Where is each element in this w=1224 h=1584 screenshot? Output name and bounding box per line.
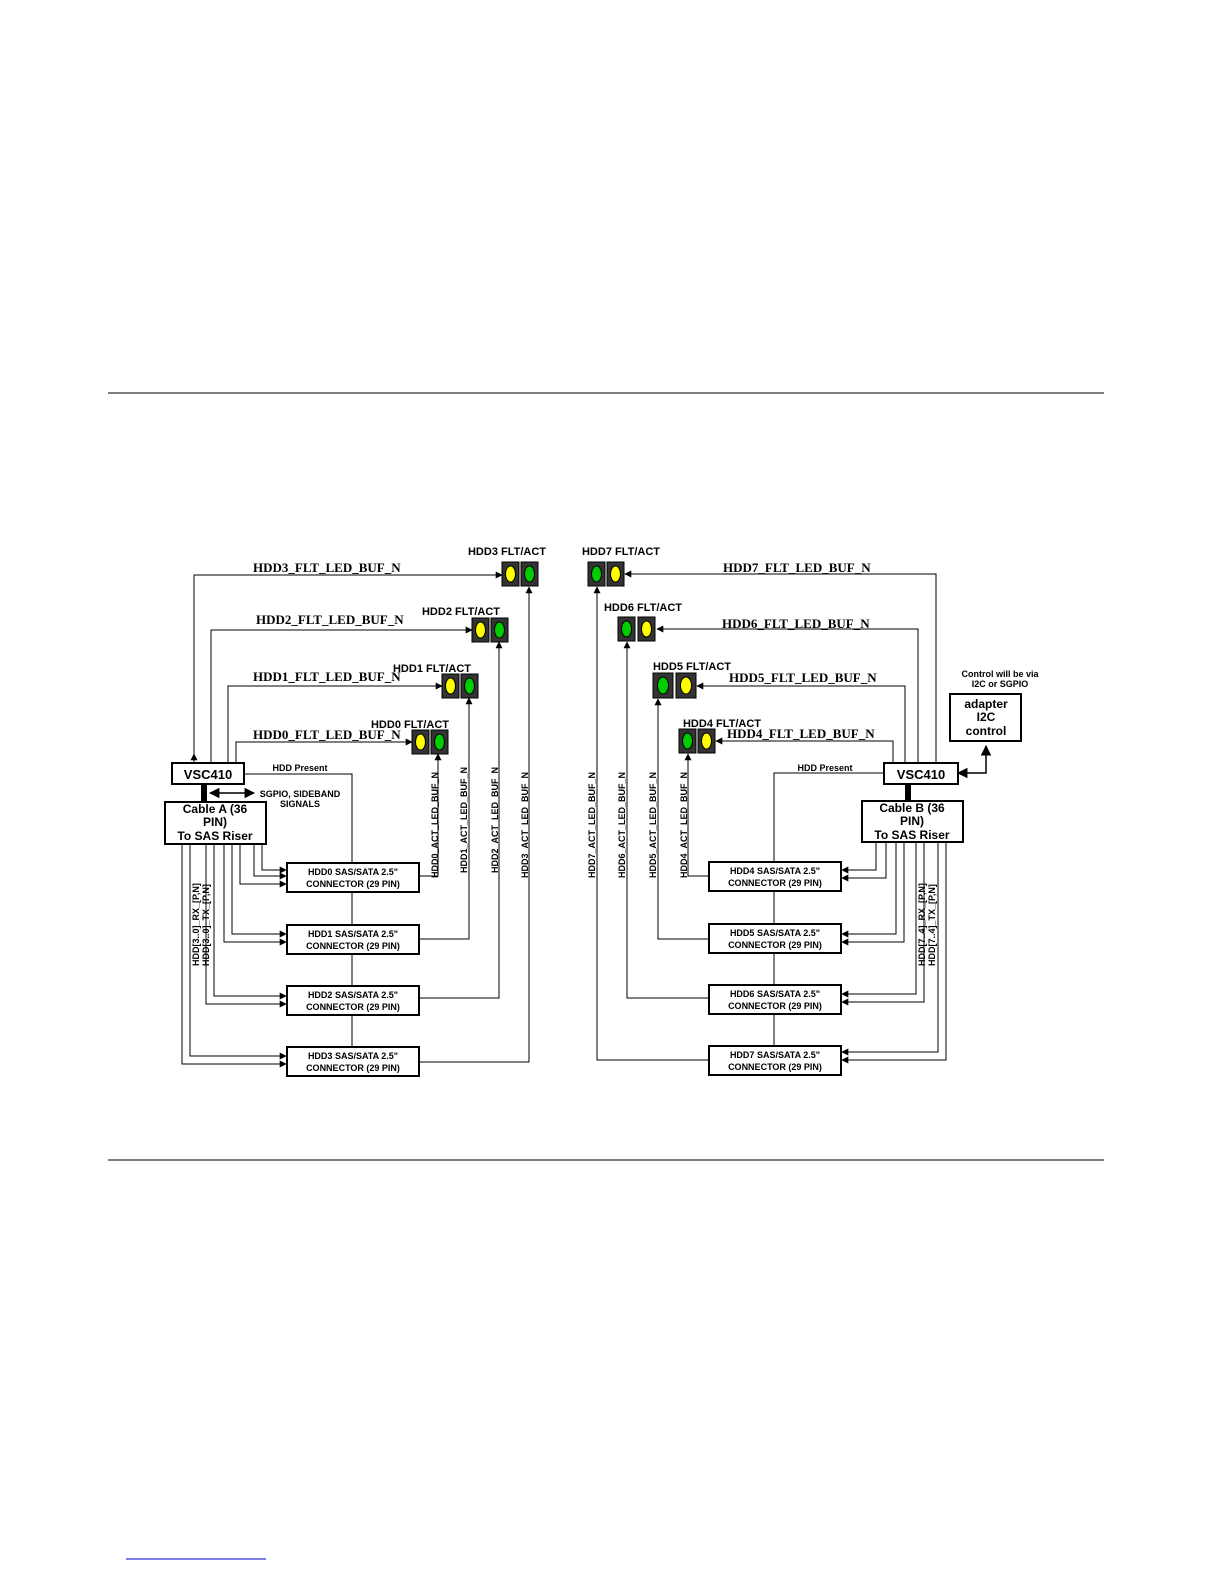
led-panel-label-hdd2: HDD2 FLT/ACT [422, 606, 500, 618]
left-connector-hdd1: HDD1 SAS/SATA 2.5" CONNECTOR (29 PIN) [286, 924, 420, 955]
right-connector-hdd7: HDD7 SAS/SATA 2.5" CONNECTOR (29 PIN) [708, 1045, 842, 1076]
led-panel-label-hdd5: HDD5 FLT/ACT [653, 661, 731, 673]
right-vsc-cable-link [905, 784, 911, 802]
led-panel-hdd4 [678, 728, 716, 754]
led-panel-hdd1 [441, 673, 479, 699]
svg-text:HDD2 SAS/SATA 2.5": HDD2 SAS/SATA 2.5" [308, 990, 398, 1000]
svg-text:HDD0 SAS/SATA 2.5": HDD0 SAS/SATA 2.5" [308, 867, 398, 877]
led-panel-label-hdd1: HDD1 FLT/ACT [393, 663, 471, 675]
left-act-label-hdd0: HDD0_ACT_LED_BUF_N [430, 772, 440, 878]
right-bus-tx-label: HDD[7..4]_TX_[P,N] [927, 884, 937, 966]
left-bus-tx-label: HDD[3..0]_TX_[P,N] [201, 884, 211, 966]
right-flt-label-hdd4: HDD4_FLT_LED_BUF_N [727, 726, 875, 741]
right-vsc410-box [883, 762, 959, 785]
left-cable-line2: PIN) [203, 815, 227, 829]
svg-text:CONNECTOR (29 PIN): CONNECTOR (29 PIN) [306, 1063, 400, 1073]
adapter-line1: adapter [964, 697, 1008, 711]
right-connector-hdd5: HDD5 SAS/SATA 2.5" CONNECTOR (29 PIN) [708, 923, 842, 954]
svg-text:HDD4 SAS/SATA 2.5": HDD4 SAS/SATA 2.5" [730, 866, 820, 876]
adapter-i2c-box [949, 693, 1022, 742]
right-cable-line1: Cable B (36 [879, 801, 945, 815]
right-act-label-hdd5: HDD5_ACT_LED_BUF_N [648, 772, 658, 878]
right-vsc410-label: VSC410 [897, 767, 945, 782]
left-connector-hdd2: HDD2 SAS/SATA 2.5" CONNECTOR (29 PIN) [286, 985, 420, 1016]
left-cable-line3: To SAS Riser [177, 829, 252, 843]
left-act-label-hdd1: HDD1_ACT_LED_BUF_N [459, 767, 469, 873]
left-vsc-cable-link [201, 784, 207, 802]
left-act-lines [420, 586, 533, 1063]
right-cable-line2: PIN) [900, 814, 924, 828]
adapter-line3: control [966, 724, 1007, 738]
svg-text:HDD5 SAS/SATA 2.5": HDD5 SAS/SATA 2.5" [730, 928, 820, 938]
left-bus-rx-label: HDD[3..0]_RX_[P,N] [191, 883, 201, 966]
left-vsc410-box [171, 762, 245, 785]
svg-text:CONNECTOR (29 PIN): CONNECTOR (29 PIN) [306, 1002, 400, 1012]
svg-text:CONNECTOR (29 PIN): CONNECTOR (29 PIN) [306, 879, 400, 889]
left-cable-box [164, 801, 267, 845]
right-act-lines [593, 586, 708, 1061]
right-connector-hdd4: HDD4 SAS/SATA 2.5" CONNECTOR (29 PIN) [708, 861, 842, 892]
led-panel-label-hdd6: HDD6 FLT/ACT [604, 602, 682, 614]
svg-text:CONNECTOR (29 PIN): CONNECTOR (29 PIN) [728, 878, 822, 888]
left-flt-label-hdd3: HDD3_FLT_LED_BUF_N [253, 560, 401, 575]
right-flt-label-hdd5: HDD5_FLT_LED_BUF_N [729, 670, 877, 685]
right-cable-line3: To SAS Riser [874, 828, 949, 842]
right-bus-rx-label: HDD[7..4]_RX_[P,N] [917, 883, 927, 966]
left-sgpio-line1: SGPIO, SIDEBAND [260, 789, 341, 799]
left-hdd-present-line [244, 773, 353, 1048]
right-connector-hdd6: HDD6 SAS/SATA 2.5" CONNECTOR (29 PIN) [708, 984, 842, 1015]
led-panel-hdd2 [471, 617, 509, 643]
svg-text:HDD7 SAS/SATA 2.5": HDD7 SAS/SATA 2.5" [730, 1050, 820, 1060]
right-act-label-hdd6: HDD6_ACT_LED_BUF_N [617, 772, 627, 878]
control-note-line2: I2C or SGPIO [972, 679, 1029, 689]
right-act-label-hdd4: HDD4_ACT_LED_BUF_N [679, 772, 689, 878]
left-act-label-hdd2: HDD2_ACT_LED_BUF_N [490, 767, 500, 873]
left-bus-lines [181, 844, 287, 1068]
left-connector-hdd3: HDD3 SAS/SATA 2.5" CONNECTOR (29 PIN) [286, 1046, 420, 1077]
svg-text:HDD3 SAS/SATA 2.5": HDD3 SAS/SATA 2.5" [308, 1051, 398, 1061]
right-flt-lines [624, 570, 937, 763]
led-panel-hdd0 [411, 729, 449, 755]
led-panel-label-hdd4: HDD4 FLT/ACT [683, 718, 761, 730]
right-adapter-link [958, 744, 992, 774]
svg-text:CONNECTOR (29 PIN): CONNECTOR (29 PIN) [306, 941, 400, 951]
left-connector-hdd0: HDD0 SAS/SATA 2.5" CONNECTOR (29 PIN) [286, 862, 420, 893]
control-note-line1: Control will be via [961, 669, 1039, 679]
right-act-label-hdd7: HDD7_ACT_LED_BUF_N [587, 772, 597, 878]
left-flt-label-hdd1: HDD1_FLT_LED_BUF_N [253, 669, 401, 684]
svg-text:CONNECTOR (29 PIN): CONNECTOR (29 PIN) [728, 940, 822, 950]
left-cable-line1: Cable A (36 [183, 802, 248, 816]
right-hdd-present-label: HDD Present [797, 763, 852, 773]
right-flt-label-hdd6: HDD6_FLT_LED_BUF_N [722, 616, 870, 631]
right-flt-label-hdd7: HDD7_FLT_LED_BUF_N [723, 560, 871, 575]
right-cable-box [861, 800, 964, 843]
led-panel-hdd7 [587, 561, 625, 587]
left-flt-label-hdd2: HDD2_FLT_LED_BUF_N [256, 612, 404, 627]
left-hdd-present-label: HDD Present [272, 763, 327, 773]
left-vsc410-label: VSC410 [184, 767, 232, 782]
left-sgpio-line2: SIGNALS [280, 799, 320, 809]
led-panel-hdd6 [617, 616, 656, 642]
left-flt-label-hdd0: HDD0_FLT_LED_BUF_N [253, 727, 401, 742]
led-panel-hdd3 [501, 561, 539, 587]
left-act-label-hdd3: HDD3_ACT_LED_BUF_N [520, 772, 530, 878]
led-panel-label-hdd7: HDD7 FLT/ACT [582, 546, 660, 558]
svg-text:HDD6 SAS/SATA 2.5": HDD6 SAS/SATA 2.5" [730, 989, 820, 999]
left-flt-lines [190, 571, 503, 763]
svg-text:HDD1 SAS/SATA 2.5": HDD1 SAS/SATA 2.5" [308, 929, 398, 939]
right-hdd-present-line [773, 772, 884, 1048]
led-panel-hdd5 [652, 672, 697, 699]
led-panel-label-hdd0: HDD0 FLT/ACT [371, 719, 449, 731]
led-panel-label-hdd3: HDD3 FLT/ACT [468, 546, 546, 558]
svg-text:CONNECTOR (29 PIN): CONNECTOR (29 PIN) [728, 1001, 822, 1011]
right-bus-lines [841, 842, 947, 1064]
adapter-line2: I2C [977, 710, 996, 724]
svg-text:CONNECTOR (29 PIN): CONNECTOR (29 PIN) [728, 1062, 822, 1072]
